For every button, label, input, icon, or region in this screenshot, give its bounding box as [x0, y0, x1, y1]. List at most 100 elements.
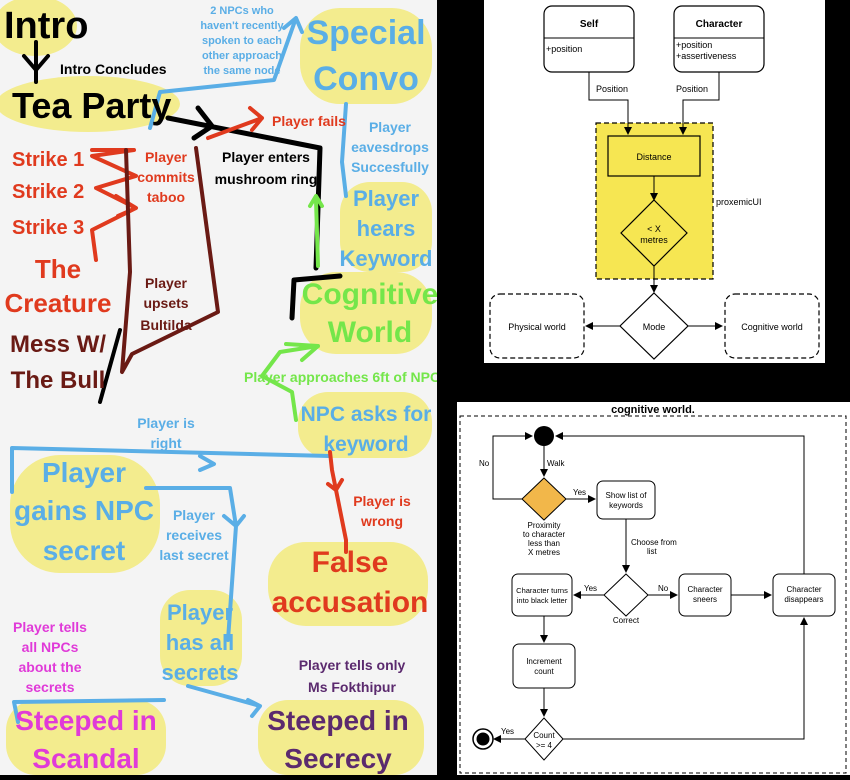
- svg-text:Steeped in: Steeped in: [267, 705, 409, 736]
- self-to-distance-arrow: [588, 72, 632, 135]
- svg-text:Player enters: Player enters: [222, 149, 310, 165]
- svg-text:the same node: the same node: [203, 65, 280, 77]
- svg-text:has all: has all: [166, 630, 234, 655]
- svg-text:right: right: [150, 435, 181, 451]
- increment-label-1: Increment: [526, 657, 562, 666]
- special-label: Special: [306, 14, 425, 52]
- svg-text:Player is: Player is: [353, 493, 411, 509]
- player-fails-label: Player fails: [272, 113, 346, 129]
- disappears-label-1: Character: [786, 585, 821, 594]
- scandal-highlight: [6, 700, 166, 775]
- svg-text:upsets: upsets: [143, 295, 188, 311]
- cognitive-world-diagram: cognitive world. Walk No Proximity to ch…: [459, 404, 847, 774]
- character-class-box: [673, 5, 765, 73]
- sneers-label-1: Character: [687, 585, 722, 594]
- decision-label-2: metres: [640, 235, 668, 245]
- has-all-label: Player has all secrets: [161, 600, 238, 685]
- svg-text:secrets: secrets: [25, 679, 74, 695]
- commits-taboo-label: Player commits taboo: [137, 149, 195, 205]
- walk-label: Walk: [547, 459, 565, 468]
- self-class-title: Self: [580, 19, 599, 30]
- svg-text:Player is: Player is: [137, 415, 195, 431]
- mode-diamond: [619, 292, 689, 360]
- hears-keyword-label: Player hears Keyword: [340, 186, 433, 271]
- self-class-box: [543, 5, 635, 73]
- false-accusation-highlight: [268, 542, 428, 626]
- convo-label: Convo: [313, 60, 419, 98]
- svg-text:Player tells: Player tells: [13, 619, 87, 635]
- turns-black-label-2: into black letter: [517, 596, 568, 605]
- intro-label: Intro: [4, 5, 88, 47]
- scandal-label: Steeped in Scandal: [15, 705, 157, 774]
- proximity-label: Proximity to character less than X metre…: [523, 521, 566, 557]
- disappears-loop-arrow: [555, 432, 805, 574]
- no-loop-arrow: [492, 432, 533, 500]
- position-label-1: Position: [596, 84, 628, 94]
- gains-secret-label: Player gains NPC secret: [14, 457, 154, 566]
- false-accusation-label: False accusation: [272, 546, 429, 619]
- svg-text:mushroom ring: mushroom ring: [215, 171, 318, 187]
- character-to-distance-arrow: [679, 72, 720, 135]
- intro-highlight: [0, 0, 77, 56]
- receives-last-label: Player receives last secret: [159, 507, 229, 563]
- physical-world-node: [489, 293, 585, 359]
- svg-text:to character: to character: [523, 530, 566, 539]
- increment-label-2: count: [534, 667, 554, 676]
- svg-text:Scandal: Scandal: [32, 743, 139, 774]
- yes-label-3: Yes: [501, 727, 514, 736]
- svg-text:other approach: other approach: [202, 50, 282, 62]
- self-class-attr: +position: [546, 44, 582, 54]
- svg-text:Succesfully: Succesfully: [351, 159, 429, 175]
- svg-text:secret: secret: [43, 535, 126, 566]
- cognitive-world-panel: cognitive world. Walk No Proximity to ch…: [457, 402, 850, 775]
- end-node-inner: [476, 732, 490, 746]
- svg-text:Player: Player: [369, 119, 412, 135]
- cognitive-world-label: Cognitive World: [302, 278, 439, 349]
- svg-text:Creature: Creature: [5, 288, 112, 318]
- no-label: No: [479, 459, 490, 468]
- black-ring-end: [289, 273, 343, 321]
- eavesdrop-line: [340, 102, 348, 198]
- turns-black-node: [511, 573, 573, 617]
- position-label-2: Position: [676, 84, 708, 94]
- distance-node: [607, 135, 701, 177]
- svg-text:receives: receives: [166, 527, 222, 543]
- svg-text:commits: commits: [137, 169, 195, 185]
- cognitive-world-node: [724, 293, 820, 359]
- is-right-line: [10, 446, 332, 494]
- svg-text:NPC asks for: NPC asks for: [301, 403, 432, 426]
- svg-text:about the: about the: [19, 659, 82, 675]
- count-loop-arrow: [563, 617, 808, 740]
- strike3-label: Strike 3: [12, 217, 84, 239]
- player-fails-arrow: [206, 106, 264, 140]
- show-list-label-2: keywords: [609, 501, 643, 510]
- has-all-highlight: [160, 590, 242, 686]
- proximity-diamond: [521, 477, 567, 521]
- svg-text:The: The: [35, 254, 81, 284]
- story-flow-canvas: Intro Intro Concludes Tea Party 2 NPCs w…: [0, 0, 440, 775]
- upsets-label: Player upsets Bultilda: [140, 275, 192, 333]
- npc-approach-line: [148, 16, 304, 130]
- decision-label-1: < X: [647, 224, 661, 234]
- count-diamond: [524, 717, 564, 761]
- mushroom-ring-line: [165, 105, 323, 271]
- tea-party-highlight: [0, 76, 180, 132]
- svg-text:Proximity: Proximity: [528, 521, 561, 530]
- tells-only-label: Player tells only Ms Fokthipur: [299, 657, 406, 695]
- tells-all-label: Player tells all NPCs about the secrets: [13, 619, 87, 695]
- proxemicui-label: proxemicUI: [716, 197, 762, 207]
- svg-text:less than: less than: [528, 539, 560, 548]
- svg-text:Keyword: Keyword: [340, 246, 433, 271]
- yes-label-2: Yes: [584, 584, 597, 593]
- svg-text:X metres: X metres: [528, 548, 560, 557]
- svg-text:secrets: secrets: [161, 660, 238, 685]
- svg-text:gains NPC: gains NPC: [14, 495, 154, 526]
- svg-text:Player: Player: [145, 275, 188, 291]
- character-class-title: Character: [696, 19, 743, 30]
- is-right-label: Player is right: [137, 415, 195, 451]
- proxemic-diagram: Self +position Character +position +asse…: [489, 5, 820, 360]
- svg-text:Player: Player: [167, 600, 233, 625]
- mode-label: Mode: [643, 322, 666, 332]
- svg-text:hears: hears: [357, 216, 416, 241]
- is-wrong-line: [326, 450, 348, 554]
